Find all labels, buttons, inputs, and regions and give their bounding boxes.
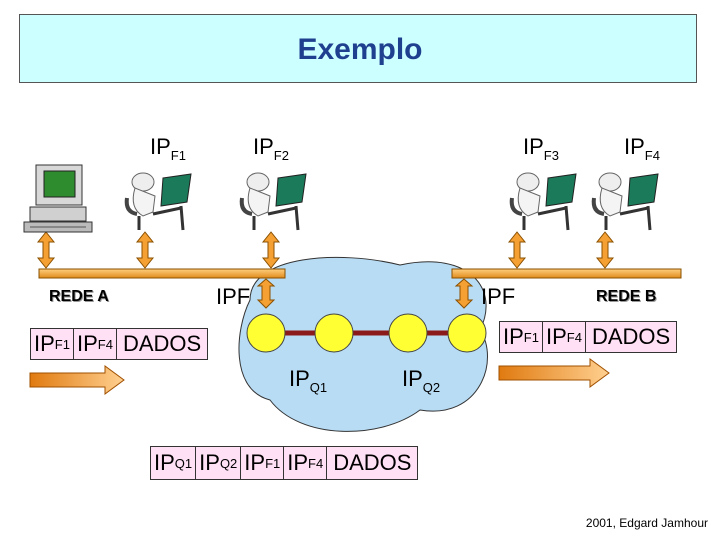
host-link-f2	[261, 231, 281, 269]
host-link-f4	[595, 231, 615, 269]
gateway-link-left	[256, 278, 276, 309]
rede-b-bar	[451, 268, 682, 279]
packet-tunnel-data: DADOS	[326, 446, 419, 480]
page-title: Exemplo	[297, 33, 423, 66]
network-label-b: REDE B	[596, 288, 657, 305]
host-link-pc	[36, 231, 56, 269]
packet-a-data: DADOS	[115, 328, 209, 360]
router-gw-right	[447, 313, 487, 353]
user-workstation-icon-f2	[239, 172, 307, 231]
desktop-computer-icon	[23, 164, 93, 233]
user-workstation-icon-f1	[124, 172, 192, 231]
arrow-left	[29, 365, 125, 395]
router-label-q1: IPQ1	[289, 366, 328, 395]
host-link-f3	[507, 231, 527, 269]
user-workstation-icon-f4	[591, 172, 659, 231]
user-workstation-icon-f3	[509, 172, 577, 231]
host-label-f2: IPF2	[253, 134, 289, 163]
arrow-right	[498, 358, 610, 388]
host-link-f1	[135, 231, 155, 269]
host-label-f1: IPF1	[150, 134, 186, 163]
rede-a-bar	[38, 268, 286, 279]
cloud	[238, 256, 488, 432]
gateway-label-left: IPF	[216, 284, 251, 309]
gateway-label-right: IPF	[481, 284, 516, 309]
router-gw-left	[246, 313, 286, 353]
router-label-q2: IPQ2	[402, 366, 441, 395]
title-box	[19, 14, 697, 83]
host-label-f4: IPF4	[624, 134, 660, 163]
router-q2	[388, 313, 428, 353]
router-q1	[314, 313, 354, 353]
packet-b-data: DADOS	[584, 321, 678, 353]
network-label-a: REDE A	[49, 288, 109, 305]
host-label-f3: IPF3	[523, 134, 559, 163]
footer-credit: 2001, Edgard Jamhour	[585, 516, 708, 530]
gateway-link-right	[454, 278, 474, 309]
